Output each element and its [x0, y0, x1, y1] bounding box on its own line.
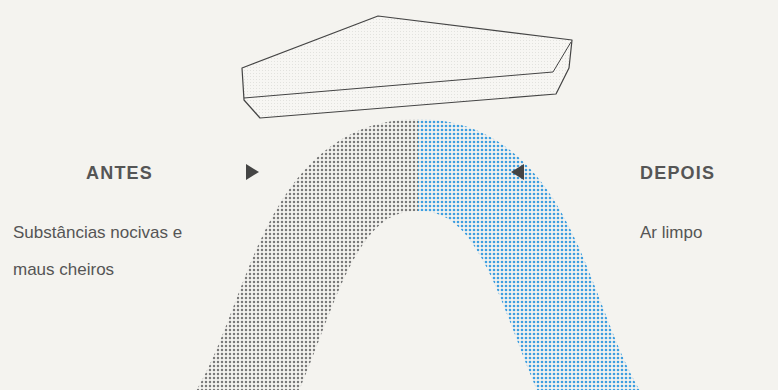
- description-label: Substâncias nocivas e maus cheiros: [13, 214, 183, 288]
- arrow-right-symbol: [246, 164, 259, 180]
- clean-air-band: [418, 165, 604, 390]
- filter-pad-edge: [244, 42, 571, 98]
- dirty-air-band: [232, 165, 418, 390]
- heading-label: ANTES: [86, 161, 206, 185]
- description-label: Ar limpo: [640, 214, 770, 251]
- arrow-left-symbol: [511, 164, 524, 180]
- filter-pad: [242, 16, 572, 118]
- heading-label: DEPOIS: [640, 161, 770, 185]
